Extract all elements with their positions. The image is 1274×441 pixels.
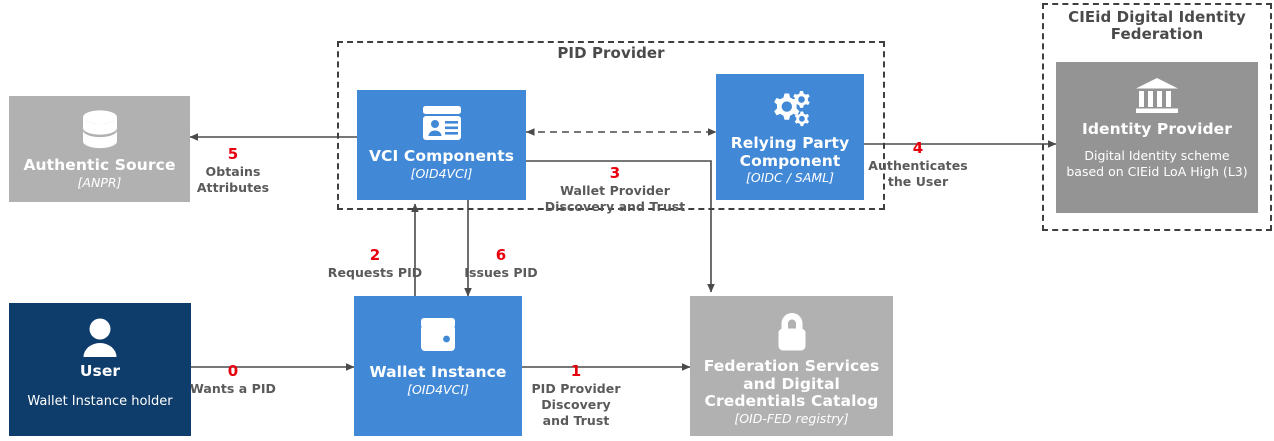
bank-icon [1133, 76, 1181, 116]
node-federation-services-subtitle: [OID-FED registry] [734, 410, 849, 426]
node-vci-components-subtitle: [OID4VCI] [410, 165, 473, 181]
node-wallet-instance[interactable]: Wallet Instance [OID4VCI] [354, 296, 522, 436]
step-label-0: Wants a PID [190, 381, 276, 397]
node-relying-party-component[interactable]: Relying Party Component [OIDC / SAML] [716, 74, 864, 200]
step-label-6: Issues PID [464, 265, 538, 281]
node-user-title: User [79, 362, 121, 380]
node-authentic-source[interactable]: Authentic Source [ANPR] [9, 96, 190, 202]
node-vci-components[interactable]: VCI Components [OID4VCI] [357, 90, 526, 200]
group-cieid-federation [1042, 3, 1272, 231]
node-relying-party-title: Relying Party Component [730, 134, 850, 170]
edge-label-0: 0 Wants a PID [186, 362, 280, 397]
step-number-3: 3 [609, 164, 621, 182]
node-federation-services-title: Federation Services and Digital Credenti… [703, 357, 880, 410]
node-federation-services[interactable]: Federation Services and Digital Credenti… [690, 296, 893, 436]
edge-label-2: 2 Requests PID [320, 246, 430, 281]
step-number-1: 1 [570, 362, 582, 380]
edge-label-4: 4 Authenticates the User [866, 139, 970, 190]
step-number-6: 6 [495, 246, 507, 264]
person-icon [78, 317, 122, 359]
node-user[interactable]: User Wallet Instance holder [9, 303, 191, 436]
step-number-5: 5 [227, 145, 239, 163]
node-vci-components-title: VCI Components [368, 147, 515, 165]
group-cieid-federation-title: CIEid Digital Identity Federation [1068, 8, 1246, 43]
step-label-3: Wallet Provider Discovery and Trust [544, 183, 686, 214]
group-pid-provider-title: PID Provider [557, 44, 665, 62]
wallet-icon [415, 312, 461, 356]
step-label-5: Obtains Attributes [196, 164, 270, 195]
node-relying-party-subtitle: [OIDC / SAML] [745, 170, 835, 185]
step-label-1: PID Provider Discovery and Trust [531, 381, 621, 428]
edge-label-1: 1 PID Provider Discovery and Trust [526, 362, 626, 428]
gears-icon [765, 87, 815, 131]
group-pid-provider [337, 41, 885, 210]
node-identity-provider[interactable]: Identity Provider Digital Identity schem… [1056, 62, 1258, 213]
step-number-4: 4 [912, 139, 924, 157]
edge-label-3: 3 Wallet Provider Discovery and Trust [540, 164, 690, 215]
node-user-description: Wallet Instance holder [27, 393, 173, 409]
edge-label-6: 6 Issues PID [455, 246, 547, 281]
edge-label-5: 5 Obtains Attributes [185, 145, 281, 196]
step-number-2: 2 [369, 246, 381, 264]
step-label-2: Requests PID [327, 265, 423, 281]
node-authentic-source-title: Authentic Source [23, 156, 176, 174]
node-identity-provider-title: Identity Provider [1081, 120, 1233, 138]
database-icon [76, 108, 124, 154]
id-card-icon [419, 103, 465, 143]
node-authentic-source-subtitle: [ANPR] [77, 174, 122, 190]
node-wallet-instance-subtitle: [OID4VCI] [407, 381, 469, 397]
step-label-4: Authenticates the User [868, 158, 968, 189]
node-identity-provider-description: Digital Identity scheme based on CIEid L… [1066, 147, 1248, 179]
node-wallet-instance-title: Wallet Instance [369, 363, 507, 381]
padlock-icon [770, 310, 814, 354]
step-number-0: 0 [227, 362, 239, 380]
